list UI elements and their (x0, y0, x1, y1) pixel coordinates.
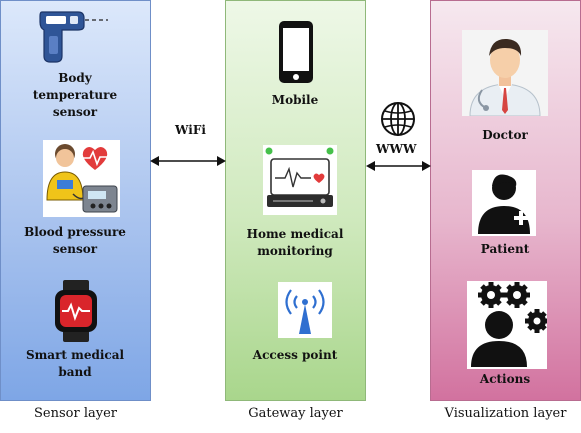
health-monitor-icon (263, 145, 337, 215)
body-temperature-sensor-label: Body temperature sensor (32, 71, 118, 119)
smartwatch-icon (53, 280, 99, 342)
thermometer-gun-icon (38, 6, 110, 66)
visualization-layer-label: Visualization layer (444, 406, 567, 421)
blood-pressure-monitor-icon (43, 140, 120, 217)
smart-medical-band-label: Smart medical band (25, 348, 125, 379)
home-medical-monitoring-label: Home medical monitoring (246, 227, 344, 258)
mobile-label: Mobile (271, 93, 319, 107)
patient-icon (472, 170, 536, 236)
www-connection-label: WWW (376, 142, 417, 156)
globe-icon (380, 101, 416, 137)
wifi-connection-label: WiFi (175, 123, 206, 137)
doctor-icon (462, 30, 548, 116)
blood-pressure-sensor-label: Blood pressure sensor (24, 225, 126, 256)
gears-person-icon (467, 281, 547, 369)
patient-label: Patient (480, 242, 530, 256)
actions-label: Actions (479, 372, 531, 386)
sensor-layer-label: Sensor layer (34, 406, 117, 421)
doctor-label: Doctor (482, 128, 528, 142)
access-point-label: Access point (252, 348, 338, 362)
wifi-antenna-icon (278, 282, 332, 338)
gateway-visualization-arrow (366, 161, 431, 171)
mobile-phone-icon (278, 20, 314, 84)
sensor-gateway-arrow (150, 156, 226, 166)
gateway-layer-label: Gateway layer (248, 406, 343, 421)
